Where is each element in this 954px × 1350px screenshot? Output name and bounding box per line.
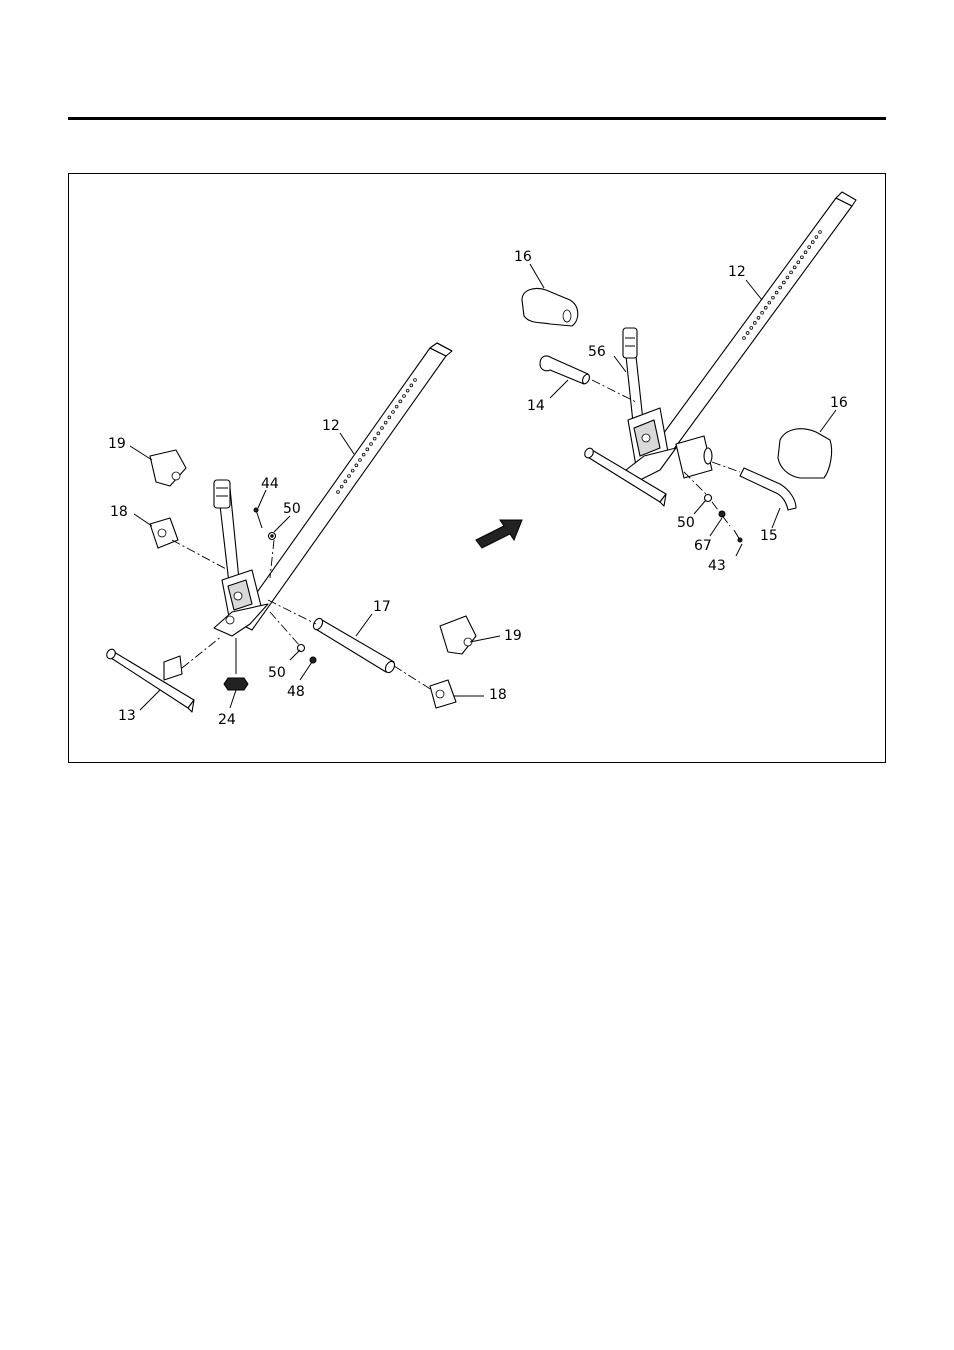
- part-roller-block: [675, 435, 713, 479]
- adjustment-hole: [774, 290, 779, 295]
- adjustment-hole: [372, 436, 377, 441]
- adjustment-hole: [380, 426, 384, 430]
- part-19-end-cap-right: [439, 615, 477, 655]
- part-19-end-cap-upper: [149, 449, 187, 487]
- adjustment-hole: [350, 468, 355, 473]
- label-16-upper: 16: [514, 249, 532, 265]
- adjustment-hole: [409, 383, 414, 388]
- adjustment-hole: [803, 250, 808, 254]
- label-19-right: 19: [504, 628, 522, 644]
- adjustment-hole: [339, 484, 344, 489]
- label-56: 56: [588, 344, 606, 360]
- adjustment-hole: [778, 285, 782, 290]
- adjustment-hole: [405, 388, 410, 393]
- adjustment-hole: [398, 399, 403, 404]
- adjustment-hole: [796, 260, 801, 265]
- part-24-knob: [223, 638, 249, 691]
- label-17: 17: [373, 599, 391, 615]
- adjustment-hole: [818, 230, 822, 234]
- adjustment-hole: [413, 378, 417, 382]
- adjustment-hole: [767, 300, 772, 305]
- part-14-leg-tube: [539, 355, 590, 385]
- adjustment-hole: [358, 458, 362, 462]
- label-12-left: 12: [322, 418, 340, 434]
- label-43: 43: [708, 558, 726, 574]
- label-12-right: 12: [728, 264, 746, 280]
- adjustment-hole: [336, 490, 340, 494]
- adjustment-hole: [800, 255, 804, 260]
- part-15-leg-tube: [739, 467, 797, 511]
- label-18-upper: 18: [110, 504, 128, 520]
- label-48: 48: [287, 684, 305, 700]
- adjustment-hole: [792, 265, 797, 270]
- adjustment-hole: [782, 280, 786, 285]
- part-50-washer: [703, 493, 713, 503]
- adjustment-hole: [365, 447, 370, 452]
- part-50-washer-upper: [267, 531, 277, 541]
- adjustment-hole: [369, 442, 373, 446]
- part-pivot-bracket-left: [213, 569, 269, 637]
- adjustment-hole: [742, 336, 746, 340]
- part-67-washer: [718, 510, 726, 518]
- label-24: 24: [218, 712, 236, 728]
- part-lever-left: [213, 479, 241, 593]
- adjustment-hole: [814, 235, 819, 239]
- part-50-washer-lower: [296, 643, 306, 653]
- adjustment-hole: [756, 316, 761, 320]
- label-18-right: 18: [489, 687, 507, 703]
- adjustment-hole: [753, 321, 757, 325]
- part-44-bolt: [253, 507, 263, 529]
- adjustment-hole: [785, 275, 790, 280]
- part-43-bolt: [733, 529, 743, 543]
- label-67: 67: [694, 538, 712, 554]
- adjustment-hole: [749, 326, 754, 330]
- adjustment-hole: [347, 474, 351, 478]
- adjustment-hole: [387, 415, 392, 420]
- label-19-upper: 19: [108, 436, 126, 452]
- adjustment-hole: [789, 270, 793, 275]
- label-16-right: 16: [830, 395, 848, 411]
- adjustment-hole: [745, 331, 750, 335]
- part-56-lever: [622, 327, 645, 433]
- adjustment-hole: [807, 245, 811, 249]
- adjustment-hole: [760, 310, 764, 315]
- part-18-end-cap-right: [429, 679, 457, 709]
- part-stabilizer-assembled: [584, 447, 667, 507]
- figure-frame: [68, 173, 886, 763]
- left-assembly: 12 19 18 44 50 17 19 18 50 48 13 24: [106, 342, 522, 728]
- label-44: 44: [261, 476, 279, 492]
- adjustment-hole: [361, 452, 366, 457]
- part-16-foam-pad-right: [777, 428, 833, 479]
- right-assembly: 16 12 56 14 16 50 15 67 43: [514, 191, 857, 574]
- adjustment-hole: [394, 404, 399, 409]
- part-12-upright-tube: [235, 342, 453, 631]
- part-16-foam-pad-upper: [521, 287, 579, 327]
- part-18-end-cap-upper: [149, 517, 179, 549]
- part-13-stabilizer: [106, 648, 195, 713]
- header-rule: [68, 117, 886, 120]
- step-arrow-icon: [475, 519, 523, 549]
- adjustment-hole: [763, 305, 768, 310]
- adjustment-hole: [383, 420, 388, 425]
- part-pivot-bracket-right: [625, 407, 677, 481]
- part-17-axle: [312, 617, 396, 674]
- label-50-right: 50: [677, 515, 695, 531]
- adjustment-hole: [343, 479, 348, 484]
- label-50-upper: 50: [283, 501, 301, 517]
- part-12-upright-tube-assembled: [643, 191, 857, 469]
- label-15: 15: [760, 528, 778, 544]
- label-14: 14: [527, 398, 545, 414]
- adjustment-hole: [391, 410, 395, 414]
- adjustment-hole: [810, 240, 815, 244]
- adjustment-hole: [402, 394, 406, 398]
- adjustment-hole: [771, 295, 775, 300]
- part-48-nut: [309, 656, 317, 664]
- adjustment-hole: [376, 431, 381, 436]
- adjustment-hole: [354, 463, 359, 468]
- label-13: 13: [118, 708, 136, 724]
- label-50-lower: 50: [268, 665, 286, 681]
